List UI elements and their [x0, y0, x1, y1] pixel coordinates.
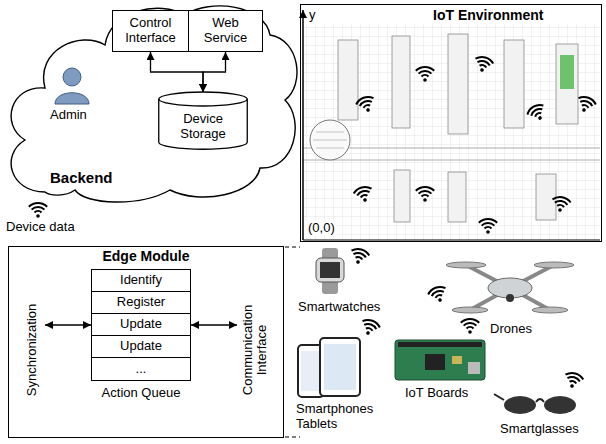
queue-item: Identify: [92, 270, 190, 292]
queue-item: Update: [92, 336, 190, 358]
glasses-icon: [494, 371, 584, 414]
smartwatch-icon: [316, 247, 370, 294]
box-text: Device Storage: [163, 112, 243, 142]
process-box: Web Service: [188, 10, 263, 52]
connector: [151, 52, 204, 92]
box-text: Update: [120, 339, 162, 354]
board-icon: [395, 319, 485, 380]
box-text: Synchronization: [25, 275, 39, 425]
device-label: Smartglasses: [500, 422, 579, 437]
box-text: ...: [136, 362, 147, 377]
person-label: Admin: [50, 108, 87, 123]
device-label: IoT Boards: [405, 386, 468, 401]
module-box: SynchronizationIdentifyRegisterUpdateUpd…: [8, 246, 284, 438]
map-panel: IoT Environment: [300, 4, 602, 242]
queue-stack: IdentifyRegisterUpdateUpdate...Action Qu…: [91, 269, 191, 381]
queue-item: ...: [92, 358, 190, 380]
queue-item: Update: [92, 314, 190, 336]
panel-heading: IoT Environment: [431, 7, 545, 23]
vertical-box: Communication Interface: [237, 267, 273, 433]
phone-tablet-icon: [298, 318, 381, 397]
drone-icon: [427, 262, 574, 313]
box-text: Web Service: [192, 16, 259, 46]
box-text: Register: [117, 295, 165, 310]
box-text: Identify: [120, 273, 162, 288]
vertical-box: Synchronization: [19, 267, 45, 433]
process-box: Control Interface: [112, 10, 189, 52]
map-signals: [353, 55, 597, 234]
box-text: Communication Interface: [241, 290, 270, 410]
signal-label: Device data: [6, 220, 75, 235]
box-text: Update: [120, 317, 162, 332]
connector: [191, 324, 237, 325]
device-label: Drones: [490, 322, 532, 337]
device-label: Smartphones Tablets: [296, 402, 382, 432]
module-heading: Edge Module: [9, 248, 283, 264]
signal-icon: [29, 203, 47, 218]
floor-plan: [302, 10, 600, 240]
backend-cloud: Control InterfaceWeb ServiceDevice Stora…: [0, 0, 300, 212]
device-label: Smartwatches: [298, 300, 380, 315]
connector: [45, 324, 91, 325]
admin-icon: [55, 68, 89, 104]
queue-item: Register: [92, 292, 190, 314]
origin-label: (0,0): [306, 221, 337, 236]
queue-heading: Action Queue: [72, 386, 210, 401]
storage-cylinder: Device Storage: [158, 92, 248, 150]
cloud-heading: Backend: [50, 169, 113, 186]
box-text: Control Interface: [116, 16, 185, 46]
axis-label: y: [307, 8, 318, 23]
connector: [203, 52, 226, 92]
